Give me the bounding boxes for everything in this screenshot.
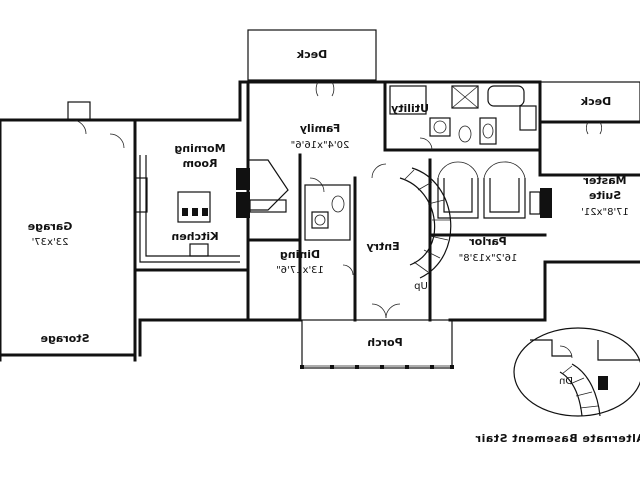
master-label-1: Master	[583, 174, 627, 187]
main-stair: Up	[371, 163, 452, 292]
porch-label: Porch	[367, 336, 402, 349]
morning-room-label-1: Morning	[174, 142, 225, 155]
deck-top-label: Deck	[296, 48, 327, 61]
powder-room	[304, 177, 351, 241]
deck-right: Deck	[539, 81, 640, 123]
master-label-2: Suite	[589, 189, 621, 202]
alt-stair-dn-label: Dn	[559, 376, 573, 387]
morning-room-label-2: Room	[182, 157, 217, 170]
fireplace-master	[529, 188, 552, 218]
parlor-bays	[437, 161, 526, 219]
parlor-label: Parlor	[469, 235, 507, 248]
exterior-walls	[0, 80, 640, 362]
storage-label: Storage	[41, 332, 90, 345]
kitchen-label: Kitchen	[171, 230, 218, 243]
parlor-dims: 16'2"x13'8"	[459, 253, 518, 264]
alt-stair-inset: Dn	[513, 327, 640, 417]
family-dims: 20'4"x16'6"	[291, 140, 350, 151]
doors	[67, 81, 602, 319]
porch: Porch	[300, 319, 454, 369]
alt-stair-caption: Alternate Basement Stair	[475, 432, 640, 445]
garage-dims: 23'x37'	[32, 237, 69, 248]
family-label: Family	[300, 122, 340, 135]
utility-block: Utility	[389, 85, 537, 145]
garage-label: Garage	[28, 220, 73, 233]
room-labels: Family 20'4"x16'6" Morning Room Kitchen …	[28, 122, 629, 345]
deck-right-label: Deck	[580, 95, 611, 108]
entry-label: Entry	[366, 240, 399, 253]
dining-dims: 13'x17'6"	[276, 265, 324, 276]
deck-top: Deck	[247, 29, 377, 81]
utility-label: Utility	[391, 102, 429, 115]
stair-up-label: Up	[414, 281, 428, 292]
fireplace-family	[236, 159, 289, 218]
dining-label: Dining	[280, 248, 320, 261]
master-dims: 17'8"x21'	[581, 207, 629, 218]
kitchen-area	[134, 155, 240, 263]
